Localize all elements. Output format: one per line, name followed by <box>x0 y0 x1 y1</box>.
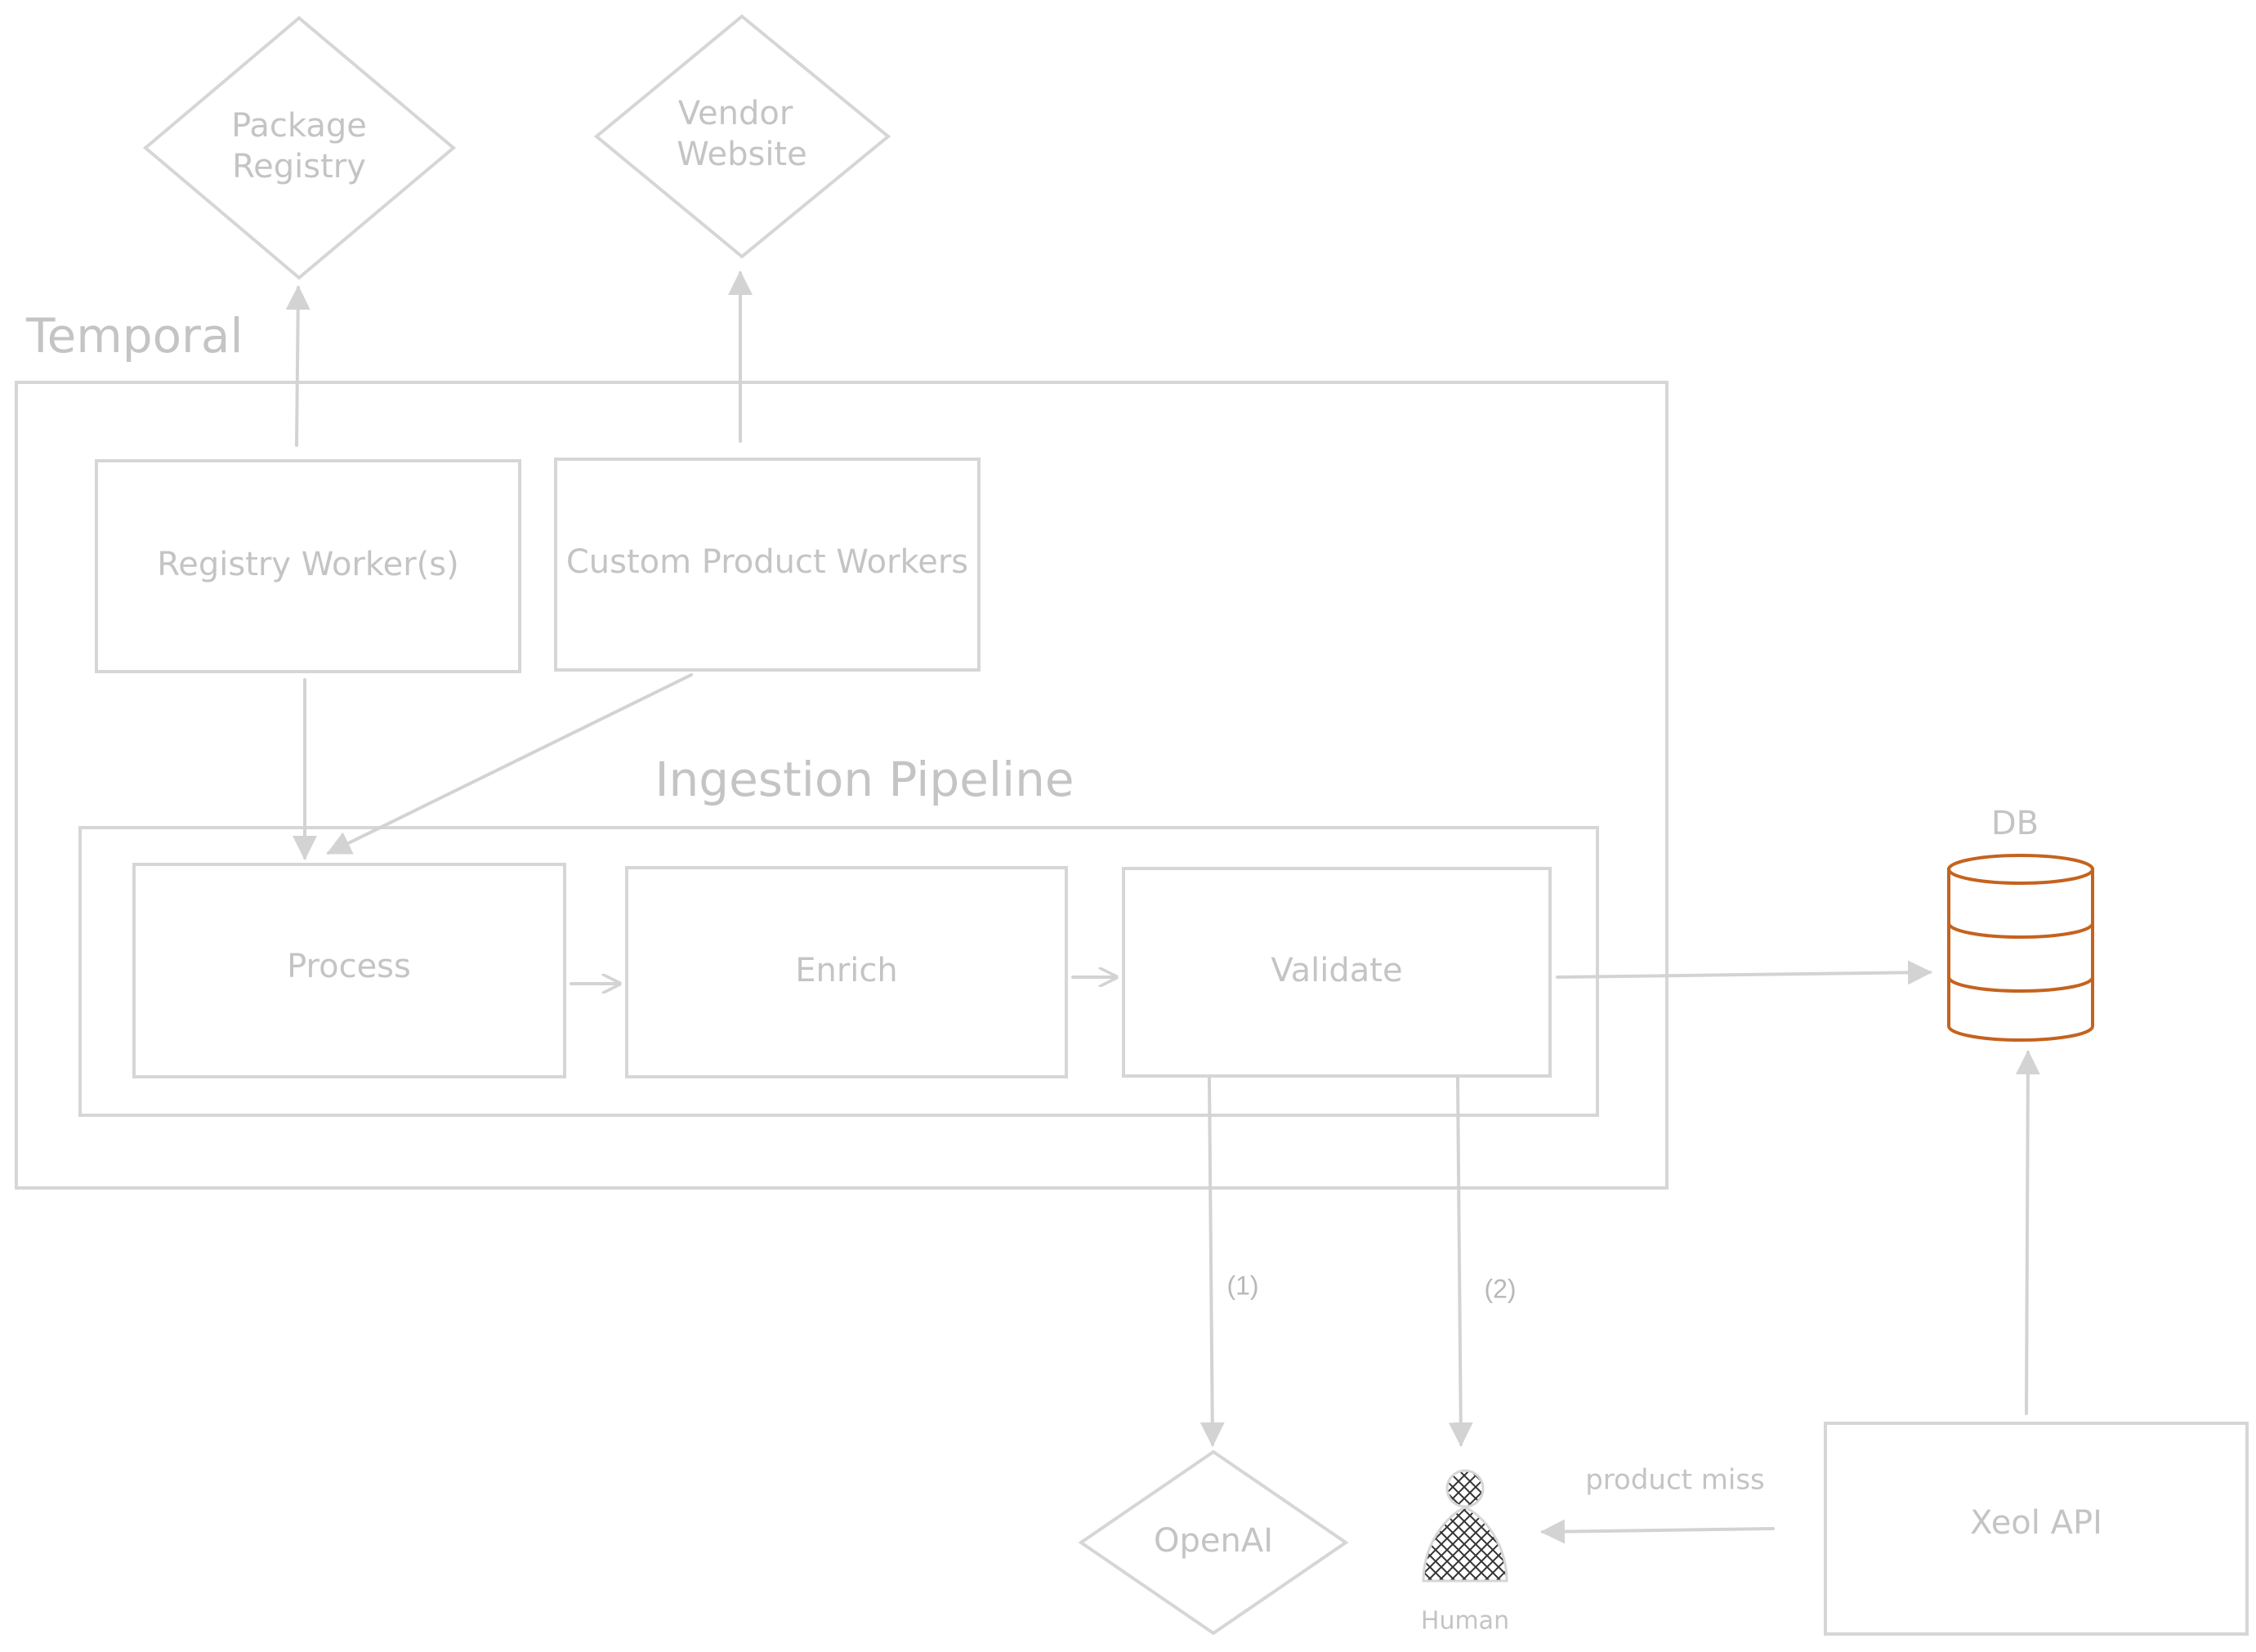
temporal-boundary <box>15 381 1669 1190</box>
xeol-api-label: Xeol API <box>1970 1504 2102 1542</box>
xeol-api-node: Xeol API <box>1824 1422 2249 1636</box>
vendor-website-label-line1: Vendor <box>678 95 793 132</box>
edge-label-validate-openai: (1) <box>1226 1270 1258 1300</box>
edge-custom-workers-to-process <box>326 673 693 855</box>
ingestion-pipeline-boundary <box>78 826 1599 1117</box>
edge-validate-to-db <box>1556 960 1932 985</box>
human-label: Human <box>1421 1607 1509 1636</box>
human-figure-icon <box>1422 1469 1508 1583</box>
edge-label-product-miss: product miss <box>1585 1464 1765 1497</box>
process-node: Process <box>132 863 566 1078</box>
temporal-title: Temporal <box>25 308 243 364</box>
edges: (1) (2) product miss <box>285 270 2040 1544</box>
validate-label: Validate <box>1271 952 1402 989</box>
ingestion-pipeline-group: Ingestion Pipeline <box>78 752 1599 1117</box>
edge-xeol-api-to-db <box>2015 1050 2040 1415</box>
registry-workers-node: Registry Worker(s) <box>95 459 521 673</box>
custom-product-workers-node: Custom Product Workers <box>554 458 981 672</box>
database-cylinder-icon <box>1947 854 2094 1042</box>
temporal-group: Temporal <box>15 308 1669 1190</box>
openai-node: OpenAI <box>1078 1449 1349 1636</box>
package-registry-node: Package Registry <box>142 16 457 280</box>
validate-node: Validate <box>1122 867 1552 1078</box>
edge-label-validate-human: (2) <box>1484 1274 1516 1303</box>
edge-validate-to-human <box>1448 1077 1473 1447</box>
registry-workers-label: Registry Worker(s) <box>157 546 458 583</box>
enrich-node: Enrich <box>625 866 1068 1078</box>
human-node: Human <box>1421 1469 1509 1636</box>
vendor-website-label-line2: Website <box>677 136 806 173</box>
ingestion-pipeline-title: Ingestion Pipeline <box>654 752 1074 807</box>
package-registry-label-line1: Package <box>231 107 367 145</box>
custom-product-workers-label: Custom Product Workers <box>566 543 968 581</box>
edge-registry-workers-to-package-registry <box>285 285 310 447</box>
package-registry-label-line2: Registry <box>232 148 366 185</box>
edge-xeol-api-to-human <box>1540 1519 1775 1544</box>
edge-validate-to-openai <box>1199 1077 1225 1447</box>
vendor-website-node: Vendor Website <box>593 14 891 259</box>
openai-label: OpenAI <box>1154 1522 1273 1560</box>
db-label: DB <box>1991 805 2039 842</box>
enrich-label: Enrich <box>795 952 898 989</box>
db-node: DB <box>1947 805 2094 1042</box>
process-label: Process <box>287 948 411 985</box>
